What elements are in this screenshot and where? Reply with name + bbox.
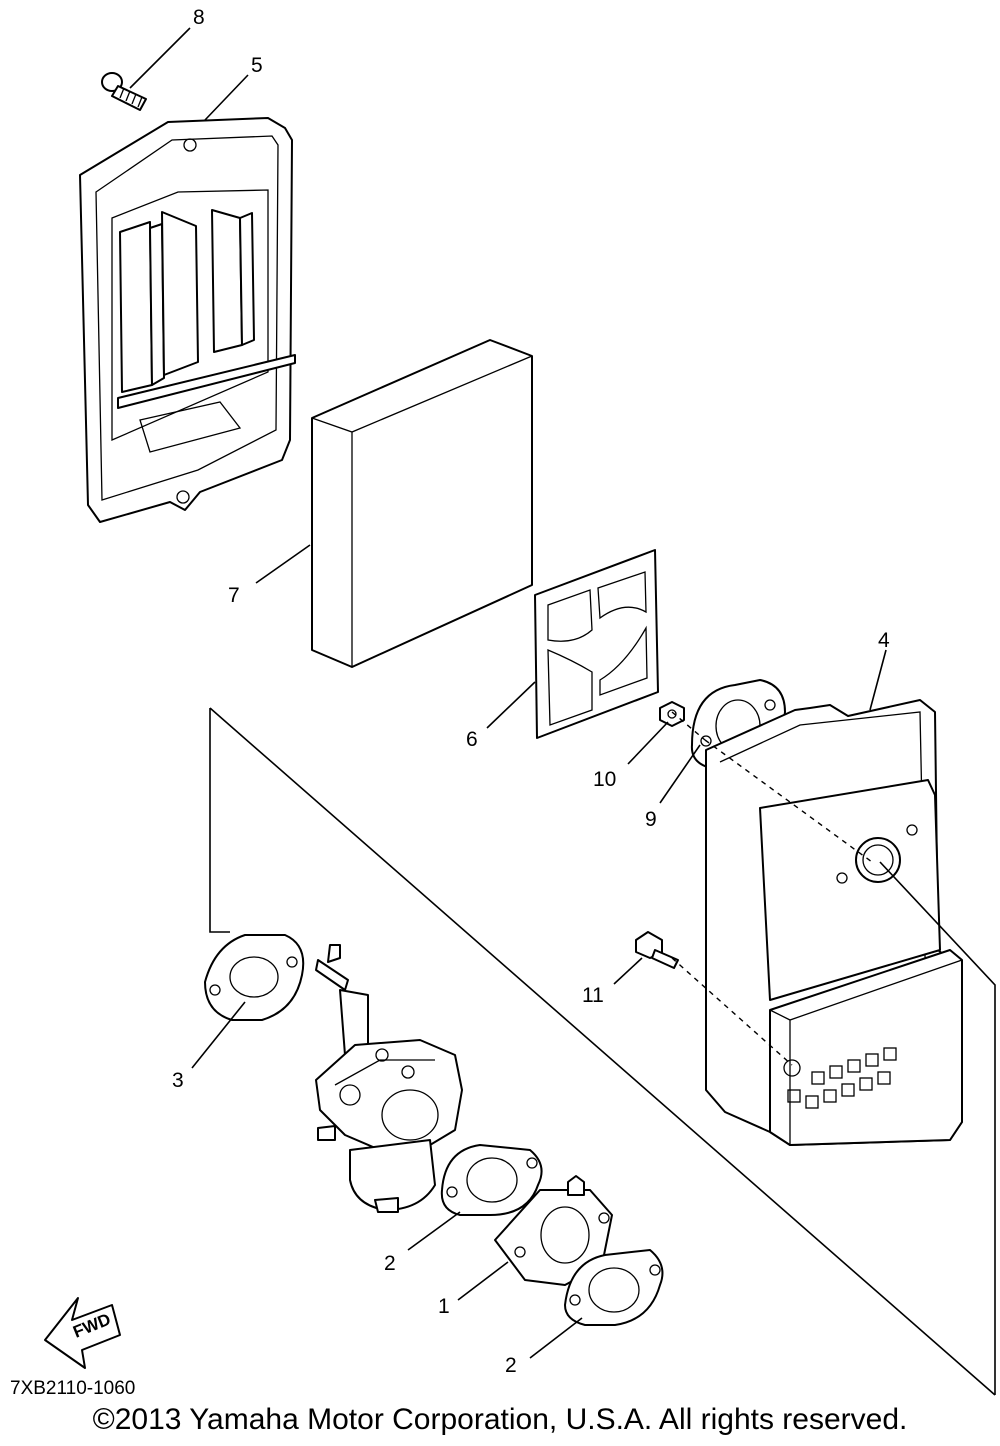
gasket-part-2-upper — [440, 1144, 543, 1216]
callout-6: 6 — [466, 728, 478, 751]
leader-lines — [129, 27, 887, 1359]
callout-4: 4 — [878, 629, 890, 652]
screw-part-8 — [101, 72, 147, 111]
nut-part-10 — [659, 701, 685, 727]
gasket-part-3 — [204, 934, 305, 1021]
callout-2-lower: 2 — [505, 1354, 517, 1377]
callout-labels: 8 5 7 4 6 10 9 11 3 2 1 2 — [172, 6, 890, 1377]
callout-3: 3 — [172, 1069, 184, 1092]
callout-1: 1 — [438, 1295, 450, 1318]
assembly-lines — [209, 707, 996, 1396]
air-filter-element — [311, 339, 533, 668]
filter-gasket — [534, 549, 659, 739]
callout-7: 7 — [228, 584, 240, 607]
callout-5: 5 — [251, 54, 263, 77]
bolt-part-11 — [635, 931, 679, 969]
gasket-part-2-lower — [564, 1249, 664, 1326]
callout-8: 8 — [193, 6, 205, 29]
insulator-part-1 — [494, 1175, 613, 1286]
diagram-code: 7XB2110-1060 — [10, 1378, 136, 1399]
callout-10: 10 — [593, 768, 616, 791]
copyright-notice: ©2013 Yamaha Motor Corporation, U.S.A. A… — [92, 1403, 908, 1436]
fwd-arrow-icon: FWD — [44, 1297, 121, 1369]
callout-9: 9 — [645, 808, 657, 831]
callout-2-upper: 2 — [384, 1252, 396, 1275]
callout-11: 11 — [582, 984, 604, 1007]
carburetor — [315, 944, 463, 1213]
air-cleaner-case — [79, 117, 296, 523]
air-cleaner-body — [705, 699, 963, 1146]
